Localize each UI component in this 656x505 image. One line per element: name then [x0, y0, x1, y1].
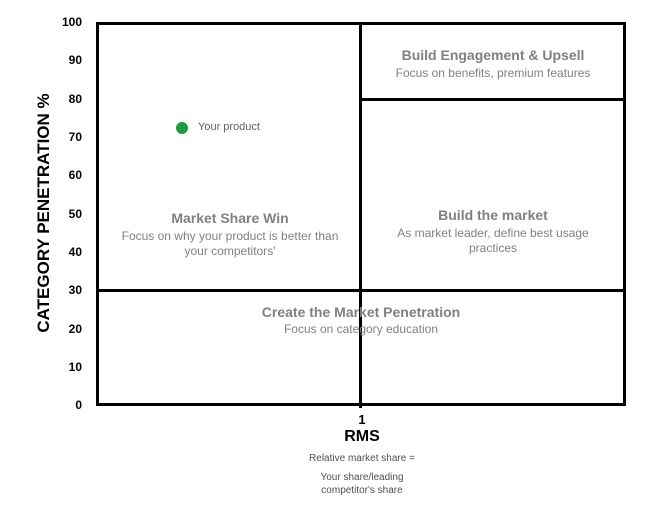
y-tick-40: 40 — [68, 245, 82, 259]
y-tick-80: 80 — [68, 92, 82, 106]
horizontal-divider-80 — [360, 98, 626, 101]
quadrant-subtitle-build-market-2: practices — [468, 241, 518, 255]
quadrant-subtitle-build-market-1: As market leader, define best usage — [397, 226, 589, 240]
y-tick-60: 60 — [68, 168, 82, 182]
x-axis-note-1: Relative market share = — [309, 453, 415, 464]
quadrant-title-build-market: Build the market — [438, 207, 548, 223]
quadrant-subtitle-engagement: Focus on benefits, premium features — [395, 66, 591, 80]
y-tick-50: 50 — [68, 207, 82, 221]
y-tick-70: 70 — [68, 130, 82, 144]
x-axis-note-2: Your share/leading — [320, 472, 404, 483]
y-tick-100: 100 — [61, 15, 82, 29]
quadrant-title-engagement: Build Engagement & Upsell — [401, 47, 585, 63]
y-tick-10: 10 — [68, 360, 82, 374]
x-tick-1: 1 — [358, 412, 366, 427]
y-tick-30: 30 — [68, 283, 82, 297]
quadrant-subtitle-share-win-2: your competitors' — [184, 244, 276, 258]
y-tick-90: 90 — [68, 53, 82, 67]
vertical-divider — [359, 22, 362, 408]
x-axis-note-3: competitor's share — [321, 485, 403, 496]
product-marker-label: Your product — [198, 121, 260, 133]
product-marker — [176, 122, 188, 134]
quadrant-title-penetration: Create the Market Penetration — [261, 304, 461, 320]
y-tick-20: 20 — [68, 322, 82, 336]
x-axis-label: RMS — [344, 428, 380, 445]
quadrant-title-share-win: Market Share Win — [171, 210, 289, 226]
horizontal-divider-30 — [96, 289, 626, 292]
quadrant-subtitle-penetration: Focus on category education — [283, 322, 439, 336]
y-tick-0: 0 — [75, 398, 82, 412]
quadrant-subtitle-share-win-1: Focus on why your product is better than — [121, 229, 339, 243]
